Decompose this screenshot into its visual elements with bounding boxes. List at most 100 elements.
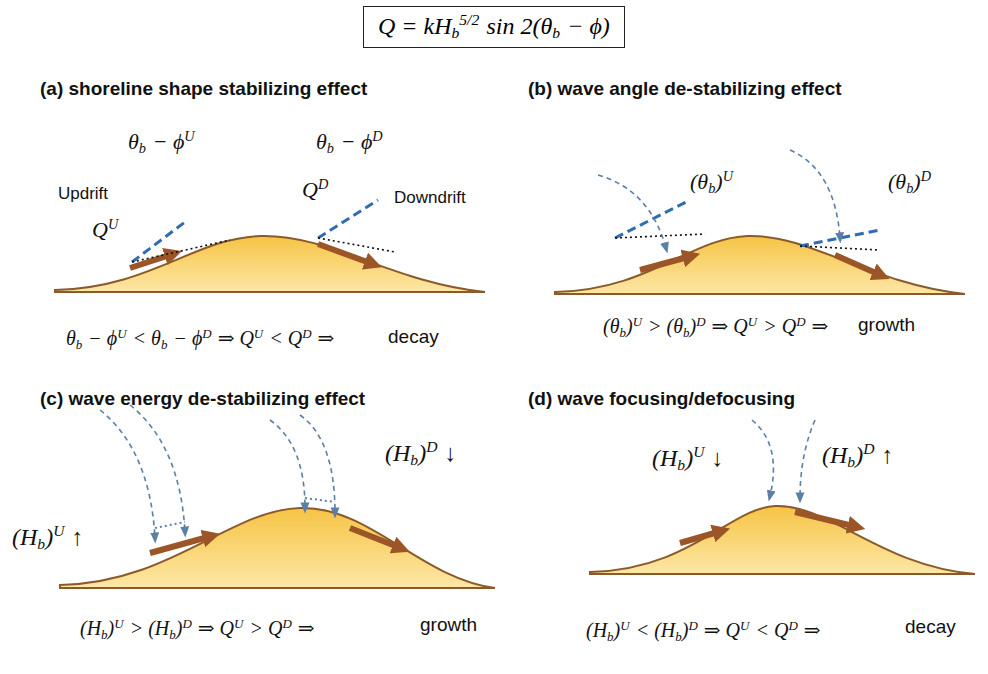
label-part: ⇒ Q bbox=[218, 327, 254, 349]
label-part: ) bbox=[715, 169, 722, 194]
label-part: ⇒ Q bbox=[712, 315, 748, 337]
label-part: growth bbox=[420, 614, 477, 635]
label-part: ⇒ Q bbox=[198, 617, 234, 639]
label-part: (H bbox=[586, 619, 607, 641]
label-part: ) bbox=[614, 619, 621, 641]
label-part: U bbox=[117, 326, 126, 341]
height-label: (Hb)U↓ bbox=[652, 443, 724, 475]
label-part: D bbox=[182, 616, 191, 631]
label-part: − ϕ bbox=[341, 129, 373, 154]
formula-part: Q = kH bbox=[378, 13, 452, 39]
label-part: > Q bbox=[249, 617, 282, 639]
label-part: (H bbox=[12, 524, 37, 550]
label-part: D bbox=[788, 618, 797, 633]
label-part: Q bbox=[302, 177, 318, 202]
label-part: U bbox=[633, 314, 642, 329]
label-part: ) bbox=[418, 440, 426, 466]
label-part: U bbox=[254, 326, 263, 341]
label-part: > (θ bbox=[648, 315, 683, 337]
label-part: b bbox=[675, 629, 682, 644]
label-part: b bbox=[37, 535, 45, 552]
angle-label: (θb)U bbox=[690, 168, 733, 197]
label-part: U bbox=[108, 216, 118, 232]
label-part: (H bbox=[80, 617, 101, 639]
transport-label: QU bbox=[92, 216, 118, 243]
angle-label: θb− ϕD bbox=[316, 128, 383, 157]
label-part: D bbox=[796, 314, 805, 329]
label-part: decay bbox=[388, 326, 439, 347]
panel-heading: (c) wave energy de-stabilizing effect bbox=[40, 388, 365, 411]
outcome: decay bbox=[388, 326, 439, 349]
label-part: D bbox=[302, 326, 311, 341]
formula-box: Q = kHb5/2sin 2(θb− ϕ) bbox=[363, 6, 625, 48]
condition: (Hb)U< (Hb)D⇒ QU< QD⇒ bbox=[586, 618, 821, 645]
label-part: D bbox=[863, 440, 874, 457]
panel-heading: (d) wave focusing/defocusing bbox=[528, 388, 795, 411]
label-part: b bbox=[677, 456, 685, 473]
label-part: b bbox=[410, 451, 418, 468]
condition: (Hb)U> (Hb)D⇒ QU> QD⇒ bbox=[80, 616, 315, 643]
label-part: Downdrift bbox=[394, 188, 466, 207]
label-part: (a) shoreline shape stabilizing effect bbox=[40, 78, 367, 99]
label-part: (d) wave focusing/defocusing bbox=[528, 388, 795, 409]
label-part: b bbox=[161, 337, 168, 352]
label-part: < Q bbox=[755, 619, 788, 641]
label-part: ⇒ bbox=[804, 619, 821, 641]
condition: (θb)U> (θb)D⇒ QU> QD⇒ bbox=[603, 314, 828, 341]
label-part: D bbox=[282, 616, 291, 631]
label-part: ↑ bbox=[72, 524, 84, 550]
height-label: (Hb)D↓ bbox=[385, 438, 457, 470]
label-part: decay bbox=[905, 616, 956, 637]
label-part: > Q bbox=[763, 315, 796, 337]
panel-heading: (a) shoreline shape stabilizing effect bbox=[40, 78, 367, 101]
label-part: U bbox=[748, 314, 757, 329]
formula-part: sin 2(θ bbox=[486, 13, 552, 39]
label-part: ⇒ bbox=[318, 327, 335, 349]
label-part: ) bbox=[176, 617, 183, 639]
label-part: U bbox=[723, 168, 733, 184]
label-part: U bbox=[620, 618, 629, 633]
label-part: (H bbox=[822, 442, 847, 468]
label-part: ) bbox=[682, 619, 689, 641]
label-part: ) bbox=[690, 315, 697, 337]
label-part: b bbox=[101, 627, 108, 642]
label-part: < Q bbox=[269, 327, 302, 349]
panel-heading: (b) wave angle de-stabilizing effect bbox=[528, 78, 842, 101]
label-part: ) bbox=[855, 442, 863, 468]
label-part: Updrift bbox=[58, 184, 108, 203]
label-part: b bbox=[683, 325, 690, 340]
label-part: b bbox=[139, 140, 146, 156]
label-part: (H bbox=[652, 445, 677, 471]
label-part: Q bbox=[92, 217, 108, 242]
label-part: D bbox=[921, 168, 931, 184]
angle-label: (θb)D bbox=[888, 168, 931, 197]
label-part: θ bbox=[128, 129, 139, 154]
label-part: θ bbox=[316, 129, 327, 154]
label-part: U bbox=[740, 618, 749, 633]
transport-label: QD bbox=[302, 176, 328, 203]
label-part: (b) wave angle de-stabilizing effect bbox=[528, 78, 842, 99]
label-part: D bbox=[318, 176, 328, 192]
label-part: ⇒ Q bbox=[704, 619, 740, 641]
label-part: b bbox=[327, 140, 334, 156]
label-part: θ bbox=[66, 327, 76, 349]
label-part: ↑ bbox=[882, 442, 894, 468]
label-part: ) bbox=[913, 169, 920, 194]
label-part: b bbox=[619, 325, 626, 340]
label-part: U bbox=[184, 128, 194, 144]
label-part: < θ bbox=[133, 327, 161, 349]
side-label: Downdrift bbox=[394, 188, 466, 208]
label-part: − ϕ bbox=[153, 129, 185, 154]
angle-label: θb − ϕU bbox=[128, 128, 195, 157]
label-part: b bbox=[906, 180, 913, 196]
label-part: ↓ bbox=[712, 445, 724, 471]
label-part: b bbox=[169, 627, 176, 642]
outcome: growth bbox=[420, 614, 477, 637]
outcome: decay bbox=[905, 616, 956, 639]
formula-part: 5/2 bbox=[459, 11, 479, 28]
label-part: (c) wave energy de-stabilizing effect bbox=[40, 388, 365, 409]
label-part: U bbox=[693, 443, 704, 460]
condition: θb− ϕU< θb− ϕD⇒ QU< QD⇒ bbox=[66, 326, 334, 353]
label-part: D bbox=[696, 314, 705, 329]
